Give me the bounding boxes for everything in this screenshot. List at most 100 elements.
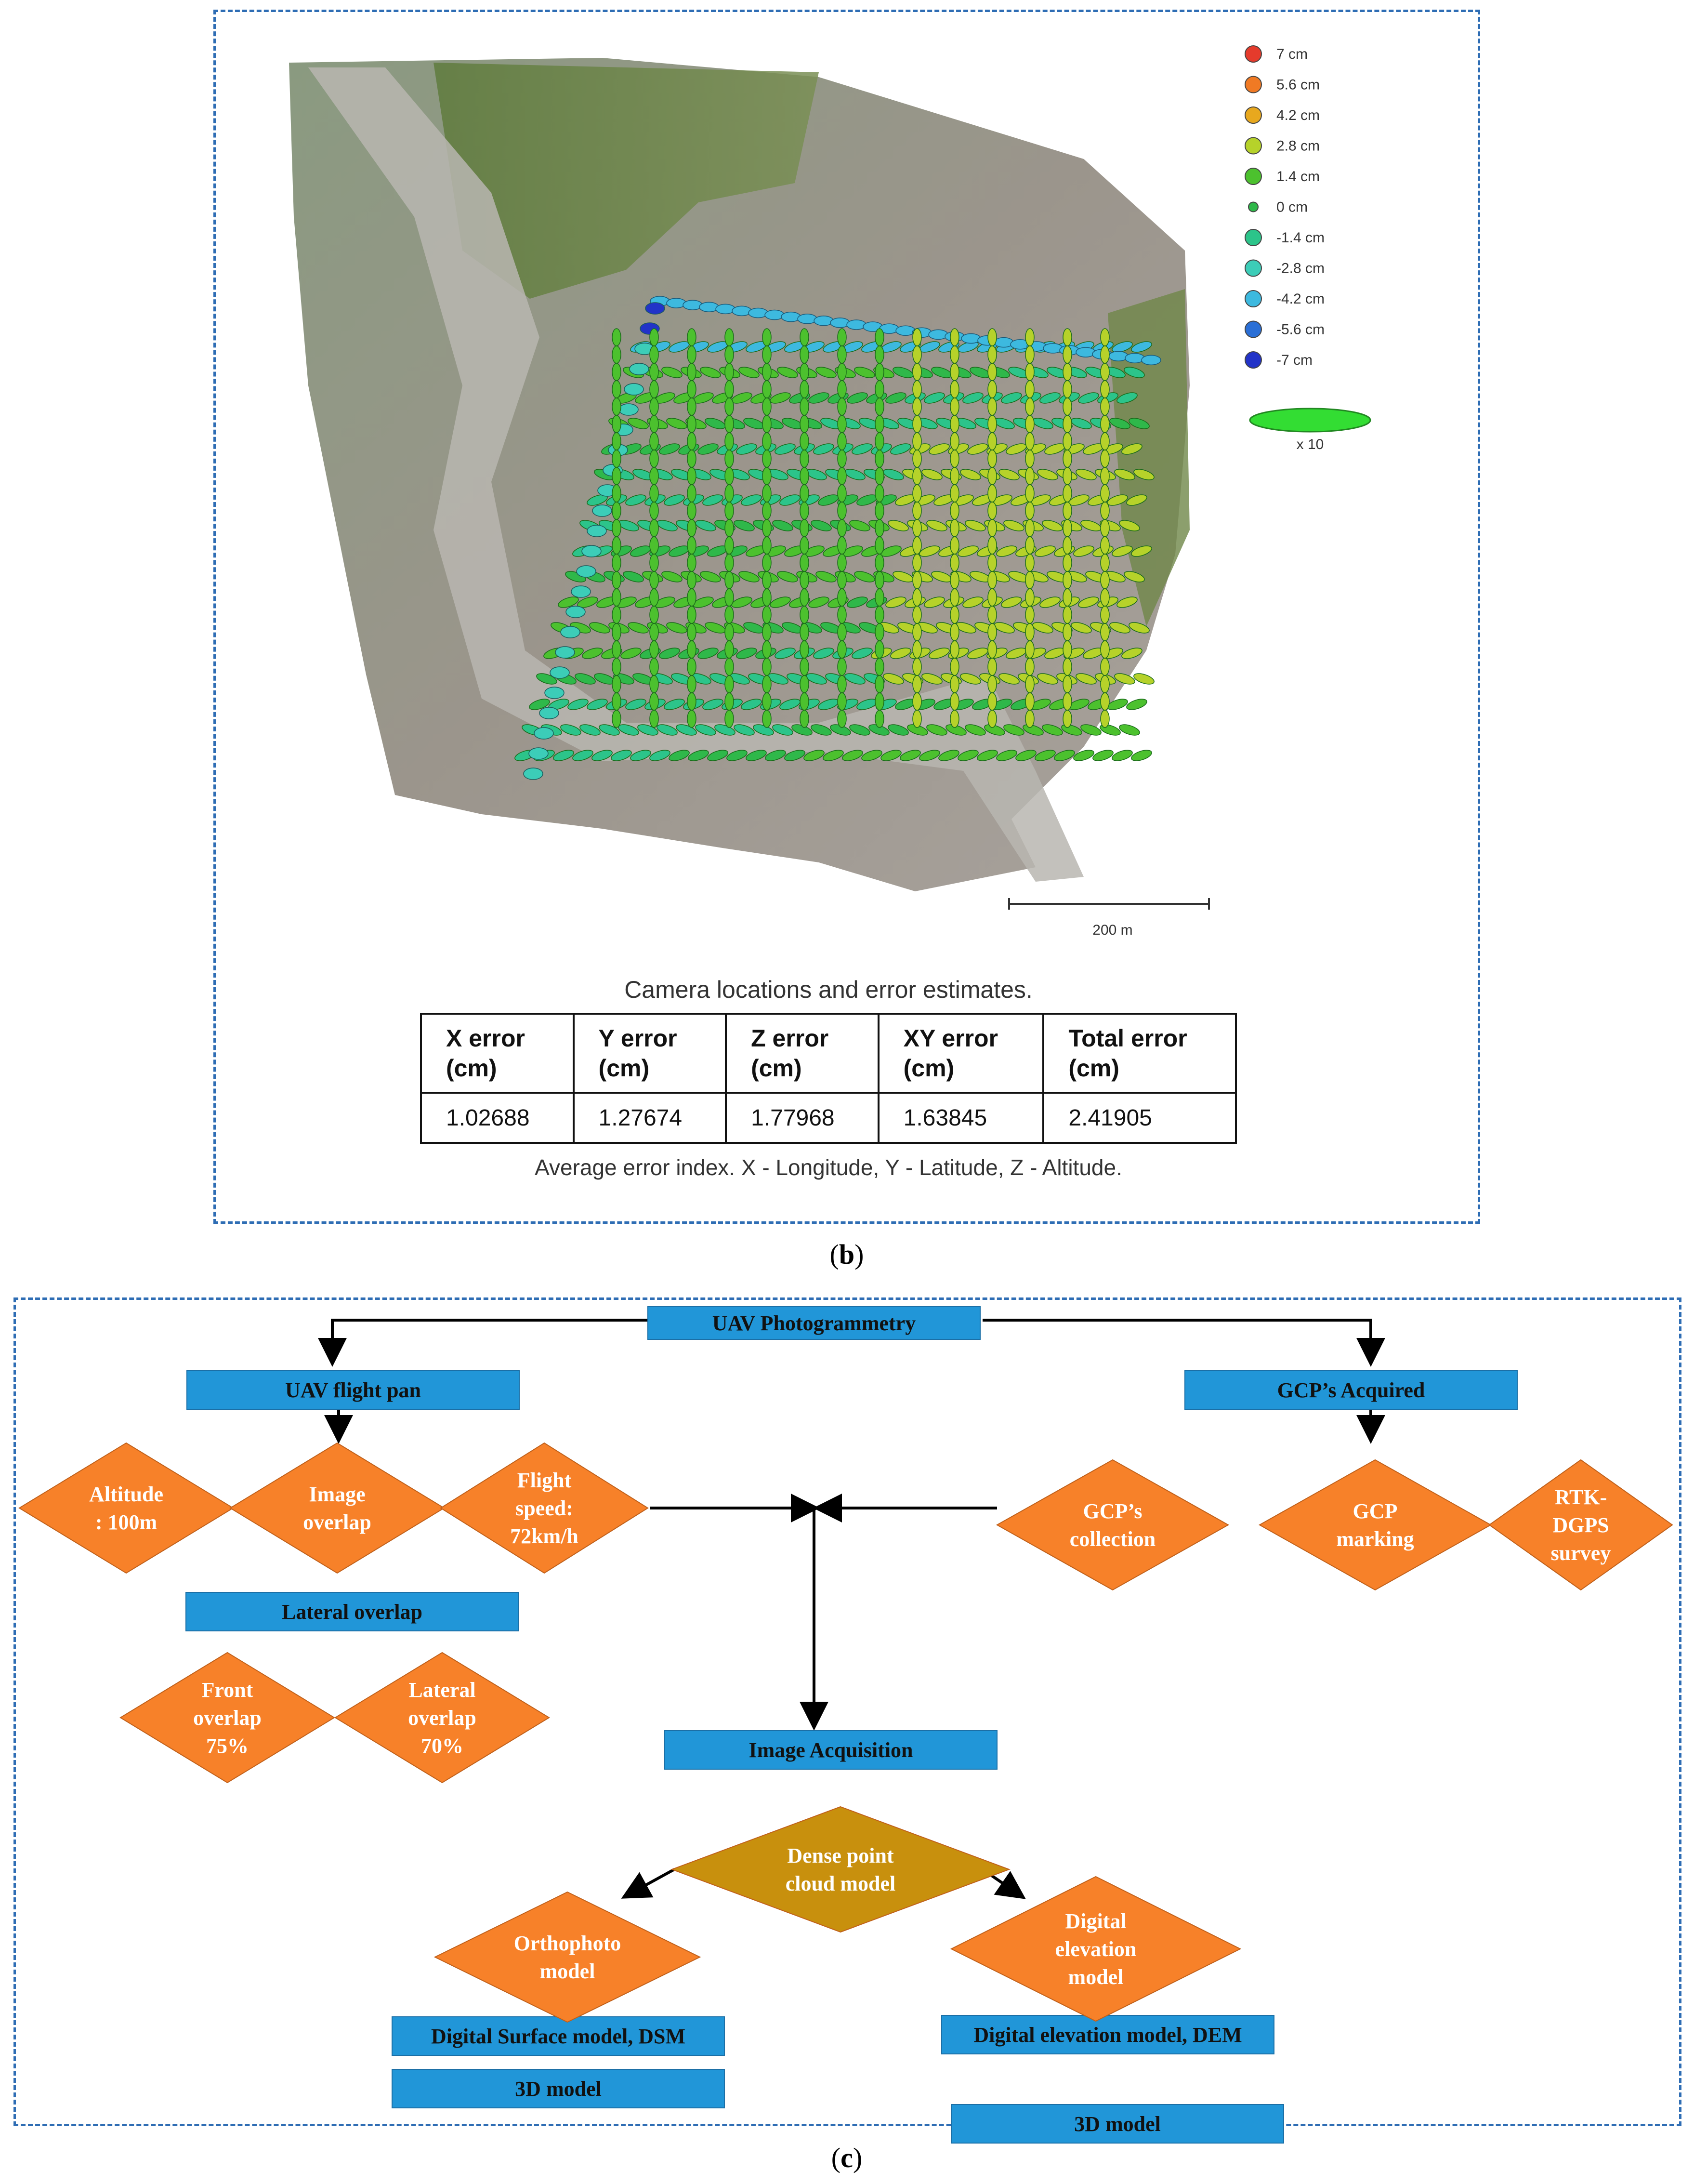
camera-ellipse: [599, 724, 620, 736]
camera-ellipse: [1114, 469, 1135, 480]
camera-ellipse: [652, 673, 673, 685]
legend-swatch: [1245, 168, 1262, 185]
diamond-label-altitude: : 100m: [95, 1510, 157, 1534]
camera-ellipse: [811, 724, 832, 736]
camera-ellipse: [575, 673, 596, 685]
diamond-label-digital-elevation: elevation: [1055, 1937, 1137, 1961]
camera-ellipse: [890, 443, 911, 455]
camera-ellipse: [738, 571, 760, 582]
camera-ellipse: [731, 596, 752, 608]
box-model-3d-left: [392, 2069, 725, 2108]
camera-ellipse: [726, 545, 748, 557]
decision-diamonds: Altitude: 100mImageoverlapFlightspeed:72…: [18, 1442, 1673, 2023]
camera-ellipse: [1114, 673, 1135, 685]
camera-ellipse: [534, 727, 554, 740]
diamond-label-dense-point-cloud: Dense point: [787, 1844, 894, 1867]
error-legend: 7 cm5.6 cm4.2 cm2.8 cm1.4 cm0 cm-1.4 cm-…: [1245, 45, 1325, 369]
panel-b-label: (b): [829, 1239, 864, 1270]
camera-ellipse: [854, 571, 875, 582]
camera-ellipse: [962, 596, 984, 608]
camera-ellipse: [929, 443, 950, 455]
camera-ellipse: [695, 520, 716, 531]
camera-ellipse: [1078, 392, 1099, 404]
camera-ellipse: [958, 545, 979, 557]
camera-ellipse: [726, 750, 748, 761]
camera-ellipse: [592, 504, 612, 517]
camera-ellipse: [924, 392, 945, 404]
camera-ellipse: [523, 768, 543, 780]
box-model-3d-right: [951, 2104, 1284, 2144]
camera-ellipse: [987, 710, 997, 728]
camera-ellipse: [565, 606, 586, 618]
camera-ellipse: [1124, 367, 1145, 378]
camera-ellipse: [852, 648, 873, 659]
camera-ellipse: [571, 585, 591, 598]
legend-label: 4.2 cm: [1276, 107, 1320, 123]
camera-ellipse: [1003, 520, 1024, 531]
diamond-image-overlap: [229, 1442, 445, 1574]
camera-ellipse: [919, 750, 940, 761]
box-label-image-acquisition: Image Acquisition: [749, 1738, 913, 1762]
camera-ellipse: [697, 648, 719, 659]
camera-ellipse: [629, 363, 649, 375]
camera-ellipse: [808, 596, 829, 608]
camera-ellipse: [1109, 622, 1130, 634]
camera-ellipse: [637, 724, 658, 736]
diamond-label-dense-point-cloud: cloud model: [786, 1872, 896, 1895]
camera-ellipse: [1080, 724, 1102, 736]
box-dem: [941, 2015, 1274, 2054]
camera-ellipse: [657, 724, 678, 736]
camera-ellipse: [1121, 443, 1142, 455]
camera-ellipse: [837, 710, 847, 728]
camera-ellipse: [659, 443, 680, 455]
diamond-rtk-dgps: [1488, 1459, 1673, 1591]
box-label-lateral-overlap-header: Lateral overlap: [282, 1600, 422, 1624]
camera-ellipse: [688, 750, 709, 761]
camera-ellipse: [861, 750, 882, 761]
camera-ellipse: [960, 469, 981, 480]
camera-ellipse: [849, 724, 870, 736]
error-table: X error(cm) Y error(cm) Z error(cm) XY e…: [420, 1013, 1237, 1144]
diamond-label-gcp-collection: GCP’s: [1083, 1499, 1142, 1523]
legend-label: -7 cm: [1276, 352, 1313, 368]
camera-ellipse: [1039, 392, 1061, 404]
camera-ellipse: [676, 724, 697, 736]
camera-ellipse: [765, 750, 786, 761]
camera-ellipse: [900, 750, 921, 761]
diamond-flight-speed: [440, 1442, 649, 1574]
error-table-header-row: X error(cm) Y error(cm) Z error(cm) XY e…: [420, 1013, 1237, 1094]
camera-ellipse: [921, 469, 943, 480]
camera-ellipse: [847, 392, 868, 404]
camera-ellipse: [808, 392, 829, 404]
camera-ellipse: [842, 750, 863, 761]
camera-ellipse: [567, 699, 589, 710]
scale-ellipse: [1249, 408, 1371, 433]
camera-ellipse: [967, 443, 988, 455]
camera-ellipse: [919, 545, 940, 557]
camera-ellipse: [572, 750, 593, 761]
camera-ellipse: [1039, 596, 1061, 608]
camera-ellipse: [890, 648, 911, 659]
camera-ellipse: [1037, 673, 1058, 685]
camera-ellipse: [630, 750, 651, 761]
value-z-error: 1.77968: [725, 1092, 880, 1144]
camera-ellipse: [581, 545, 602, 557]
camera-ellipse: [1141, 355, 1161, 366]
camera-ellipse: [1112, 545, 1133, 557]
camera-ellipse: [823, 750, 844, 761]
camera-ellipse: [700, 571, 721, 582]
camera-ellipse: [875, 710, 884, 728]
camera-ellipse: [965, 724, 986, 736]
camera-ellipse: [697, 443, 719, 455]
camera-ellipse: [1071, 622, 1092, 634]
connectors: [318, 1319, 1385, 1899]
camera-ellipse: [1126, 494, 1147, 506]
legend-label: 2.8 cm: [1276, 138, 1320, 154]
header-z-error: Z error(cm): [725, 1013, 880, 1094]
camera-ellipse: [772, 724, 793, 736]
camera-ellipse: [784, 750, 805, 761]
legend-swatch: [1245, 229, 1262, 246]
camera-ellipse: [741, 699, 762, 710]
camera-ellipse: [1131, 341, 1152, 353]
box-label-dem: Digital elevation model, DEM: [973, 2023, 1242, 2047]
